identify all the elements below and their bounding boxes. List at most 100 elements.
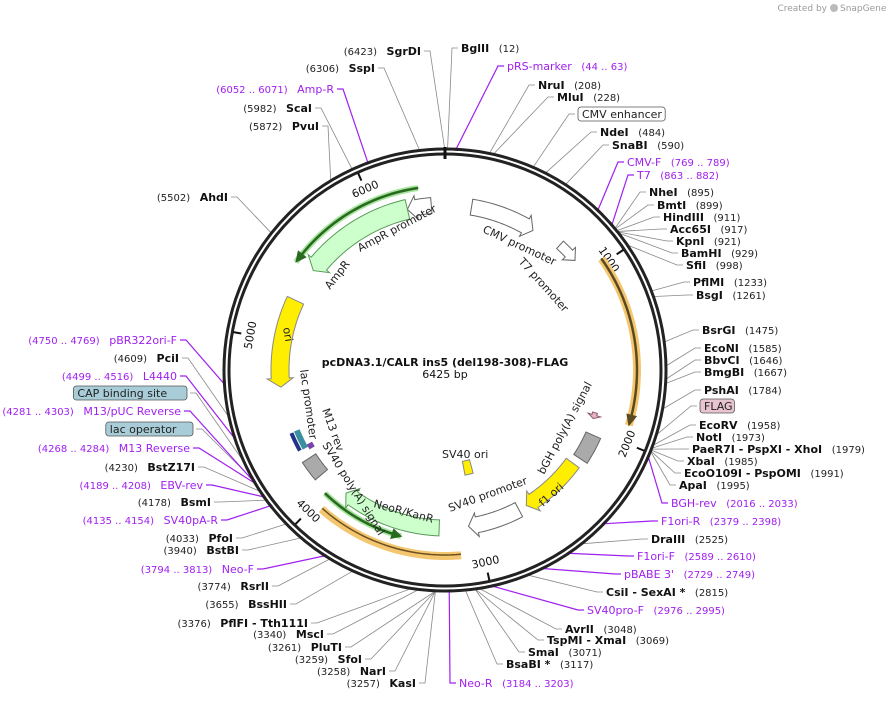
feature-bgh-poly-a-signal[interactable] <box>573 431 602 464</box>
feature-neor-kanr[interactable] <box>345 487 441 537</box>
enzyme-sgrdi[interactable]: (6423) SgrDI <box>344 45 421 58</box>
feature-box-flag[interactable]: FLAG <box>699 398 735 414</box>
plasmid-name: pcDNA3.1/CALR ins5 (del198-308)-FLAG <box>322 356 569 369</box>
primer-amp-r[interactable]: (6052 .. 6071) Amp-R <box>216 83 334 96</box>
enzyme-bmgbi[interactable]: BmgBI (1667) <box>704 366 787 379</box>
leader-line <box>545 131 597 173</box>
enzyme-bsgi[interactable]: BsgI (1261) <box>696 289 766 302</box>
enzyme-pflmi[interactable]: PflMI (1233) <box>693 276 767 289</box>
enzyme-hindiii[interactable]: HindIII (911) <box>663 211 741 224</box>
enzyme-bglii[interactable]: BglII (12) <box>461 42 519 55</box>
site-position: (1784) <box>748 386 781 397</box>
enzyme-kpni[interactable]: KpnI (921) <box>676 235 741 248</box>
feature-box-lac-operator[interactable]: lac operator <box>105 421 194 437</box>
primer-sv40pro-f[interactable]: SV40pro-F (2976 .. 2995) <box>587 604 725 617</box>
enzyme-bsrgi[interactable]: BsrGI (1475) <box>702 324 778 337</box>
enzyme-scai[interactable]: (5982) ScaI <box>243 102 312 115</box>
feature-sv40-ori[interactable] <box>461 459 474 476</box>
enzyme-sfoi[interactable]: (3259) SfoI <box>295 653 362 666</box>
leader-line <box>231 196 272 233</box>
enzyme-xbai[interactable]: XbaI (1985) <box>687 455 758 468</box>
feature-m13-rev[interactable] <box>306 441 315 450</box>
enzyme-msci[interactable]: (3340) MscI <box>253 628 324 641</box>
site-name: PciI <box>157 352 179 365</box>
enzyme-kasi[interactable]: (3257) KasI <box>347 677 416 690</box>
site-label: (4178) BsmI <box>138 496 211 509</box>
enzyme-apai[interactable]: ApaI (1995) <box>679 479 750 492</box>
enzyme-rsrii[interactable]: (3774) RsrII <box>198 580 269 593</box>
enzyme-smai[interactable]: SmaI (3071) <box>528 646 602 659</box>
feature-box-cap-binding-site[interactable]: CAP binding site <box>73 385 188 401</box>
features <box>265 185 641 560</box>
site-name: BstZ17I <box>147 461 195 474</box>
enzyme-ecorv[interactable]: EcoRV (1958) <box>699 419 780 432</box>
primer-l4440[interactable]: (4499 .. 4516) L4440 <box>62 370 177 383</box>
enzyme-pcii[interactable]: (4609) PciI <box>114 352 179 365</box>
primer-f1ori-r[interactable]: F1ori-R (2379 .. 2398) <box>661 515 781 528</box>
enzyme-pvui[interactable]: (5872) PvuI <box>249 120 319 133</box>
plasmid-size: 6425 bp <box>422 368 467 381</box>
enzyme-snabi[interactable]: SnaBI (590) <box>612 139 684 152</box>
feature-t7-promoter[interactable] <box>555 240 576 261</box>
site-label: (3940) BstBI <box>164 544 239 557</box>
enzyme-paer7i-pspxi-xhoi[interactable]: PaeR7I - PspXI - XhoI (1979) <box>692 443 865 456</box>
primer-cmv-f[interactable]: CMV-F (769 .. 789) <box>627 156 730 169</box>
enzyme-nari[interactable]: (3258) NarI <box>317 665 386 678</box>
enzyme-pfoi[interactable]: (4033) PfoI <box>166 532 233 545</box>
feature-box-cmv-enhancer[interactable]: CMV enhancer <box>577 106 666 122</box>
enzyme-acc65i[interactable]: Acc65I (917) <box>670 223 748 236</box>
primer-bgh-rev[interactable]: BGH-rev (2016 .. 2033) <box>671 497 798 510</box>
enzyme-bamhi[interactable]: BamHI (929) <box>681 247 758 260</box>
enzyme-avrii[interactable]: AvrII (3048) <box>565 623 637 636</box>
feature-f1-ori[interactable] <box>525 457 580 512</box>
enzyme-bstbi[interactable]: (3940) BstBI <box>164 544 239 557</box>
primer-neo-r[interactable]: Neo-R (3184 .. 3203) <box>459 677 574 690</box>
enzyme-bsmi[interactable]: (4178) BsmI <box>138 496 211 509</box>
feature-lac-promoter[interactable] <box>294 429 309 450</box>
site-name: pBABE 3' <box>624 568 674 581</box>
feature-ampr[interactable] <box>307 198 411 274</box>
enzyme-bsabi-[interactable]: BsaBI * (3117) <box>506 658 593 671</box>
site-position: (484) <box>638 128 665 139</box>
site-label: BmtI (899) <box>657 199 723 212</box>
primer-sv40pa-r[interactable]: (4135 .. 4154) SV40pA-R <box>83 514 219 527</box>
enzyme-nhei[interactable]: NheI (895) <box>649 186 714 199</box>
enzyme-pflfi-tth111i[interactable]: (3376) PflFI - Tth111I <box>177 617 308 630</box>
feature-cmv-promoter[interactable] <box>469 198 534 238</box>
enzyme-nrui[interactable]: NruI (208) <box>538 79 601 92</box>
site-name: Amp-R <box>297 83 334 96</box>
primer-t7[interactable]: T7 (863 .. 882) <box>636 169 719 182</box>
site-label: BsgI (1261) <box>696 289 766 302</box>
feature-flag[interactable] <box>586 411 603 420</box>
feature-ori[interactable] <box>265 295 305 388</box>
enzyme-ecoo109i-pspomi[interactable]: EcoO109I - PspOMI (1991) <box>684 467 844 480</box>
primer-neo-f[interactable]: (3794 .. 3813) Neo-F <box>141 563 254 576</box>
enzyme-bstz17i[interactable]: (4230) BstZ17I <box>105 461 195 474</box>
enzyme-bmti[interactable]: BmtI (899) <box>657 199 723 212</box>
enzyme-draiii[interactable]: DraIII (2525) <box>651 533 728 546</box>
leader-line <box>650 452 676 486</box>
primer-pbabe-3-[interactable]: pBABE 3' (2729 .. 2749) <box>624 568 755 581</box>
enzyme-sspi[interactable]: (6306) SspI <box>306 62 375 75</box>
enzyme-ndei[interactable]: NdeI (484) <box>600 126 665 139</box>
enzyme-bbvci[interactable]: BbvCI (1646) <box>704 354 783 367</box>
enzyme-ahdi[interactable]: (5502) AhdI <box>157 191 228 204</box>
enzyme-pluti[interactable]: (3261) PluTI <box>268 641 342 654</box>
primer-m13-reverse[interactable]: (4268 .. 4284) M13 Reverse <box>38 442 190 455</box>
primer-ebv-rev[interactable]: (4189 .. 4208) EBV-rev <box>79 479 203 492</box>
enzyme-bsshii[interactable]: (3655) BssHII <box>205 598 287 611</box>
feature-sv40-poly-a-signal[interactable] <box>301 453 329 481</box>
primer-m13-puc-reverse[interactable]: (4281 .. 4303) M13/pUC Reverse <box>2 405 181 418</box>
primer-pbr322ori-f[interactable]: (4750 .. 4769) pBR322ori-F <box>28 334 177 347</box>
feature-ampr-promoter[interactable] <box>406 194 433 221</box>
enzyme-tspmi-xmai[interactable]: TspMI - XmaI (3069) <box>547 634 669 647</box>
enzyme-econi[interactable]: EcoNI (1585) <box>704 342 782 355</box>
primer-f1ori-f[interactable]: F1ori-F (2589 .. 2610) <box>637 550 756 563</box>
feature-sv40-promoter[interactable] <box>467 501 524 538</box>
enzyme-csii-sexai-[interactable]: CsiI - SexAI * (2815) <box>606 586 728 599</box>
enzyme-pshai[interactable]: PshAI (1784) <box>704 384 782 397</box>
enzyme-sfii[interactable]: SfiI (998) <box>686 259 743 272</box>
primer-prs-marker[interactable]: pRS-marker (44 .. 63) <box>507 60 627 73</box>
enzyme-noti[interactable]: NotI (1973) <box>696 431 765 444</box>
enzyme-mlui[interactable]: MluI (228) <box>557 91 620 104</box>
